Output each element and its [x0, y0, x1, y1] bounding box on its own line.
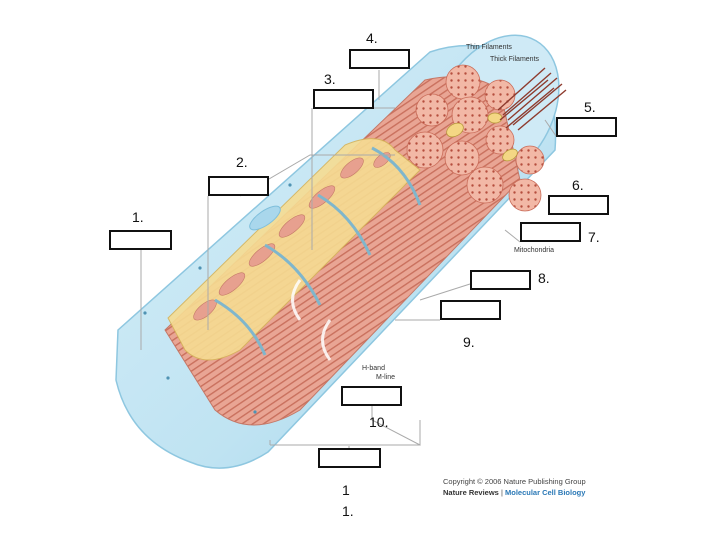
number-4: 4. — [366, 30, 378, 46]
nucleus — [249, 205, 281, 231]
number-11-part2: 1. — [342, 503, 354, 519]
myofibril-cross-sections — [406, 64, 545, 212]
copyright-notice: Copyright © 2006 Nature Publishing Group… — [443, 476, 586, 498]
answer-box-11[interactable] — [318, 448, 381, 468]
copyright-line: Copyright © 2006 Nature Publishing Group — [443, 477, 586, 486]
number-9: 9. — [463, 334, 475, 350]
answer-box-4[interactable] — [349, 49, 410, 69]
journal-name: Nature Reviews — [443, 488, 499, 497]
answer-box-7[interactable] — [520, 222, 581, 242]
number-5: 5. — [584, 99, 596, 115]
answer-box-2[interactable] — [208, 176, 269, 196]
t-tubules — [214, 146, 422, 356]
number-2: 2. — [236, 154, 248, 170]
label-thin-filaments: Thin Filaments — [466, 44, 512, 51]
z-disc-arcs — [291, 279, 332, 361]
journal-subject: Molecular Cell Biology — [504, 488, 586, 497]
number-1: 1. — [132, 209, 144, 225]
answer-box-10[interactable] — [341, 386, 402, 406]
answer-box-3[interactable] — [313, 89, 374, 109]
number-7: 7. — [588, 229, 600, 245]
journal-line: Nature Reviews | Molecular Cell Biology — [443, 487, 586, 498]
number-11-part1: 1 — [342, 482, 350, 498]
label-thick-filaments: Thick Filaments — [490, 56, 540, 63]
number-6: 6. — [572, 177, 584, 193]
answer-box-5[interactable] — [556, 117, 617, 137]
answer-box-6[interactable] — [548, 195, 609, 215]
number-3: 3. — [324, 71, 336, 87]
mitochondria-shapes — [446, 112, 518, 162]
reticulum-openings — [193, 152, 391, 321]
answer-box-1[interactable] — [109, 230, 172, 250]
journal-separator: | — [498, 488, 505, 497]
filament-bundle — [497, 67, 567, 131]
number-8: 8. — [538, 270, 550, 286]
label-h-band: H-band — [362, 365, 385, 372]
sarcoplasmic-reticulum — [167, 138, 421, 361]
answer-box-8[interactable] — [470, 270, 531, 290]
number-10: 10. — [369, 414, 389, 430]
answer-box-9[interactable] — [440, 300, 501, 320]
label-mitochondria: Mitochondria — [514, 247, 554, 254]
label-m-line: M-line — [376, 374, 395, 381]
